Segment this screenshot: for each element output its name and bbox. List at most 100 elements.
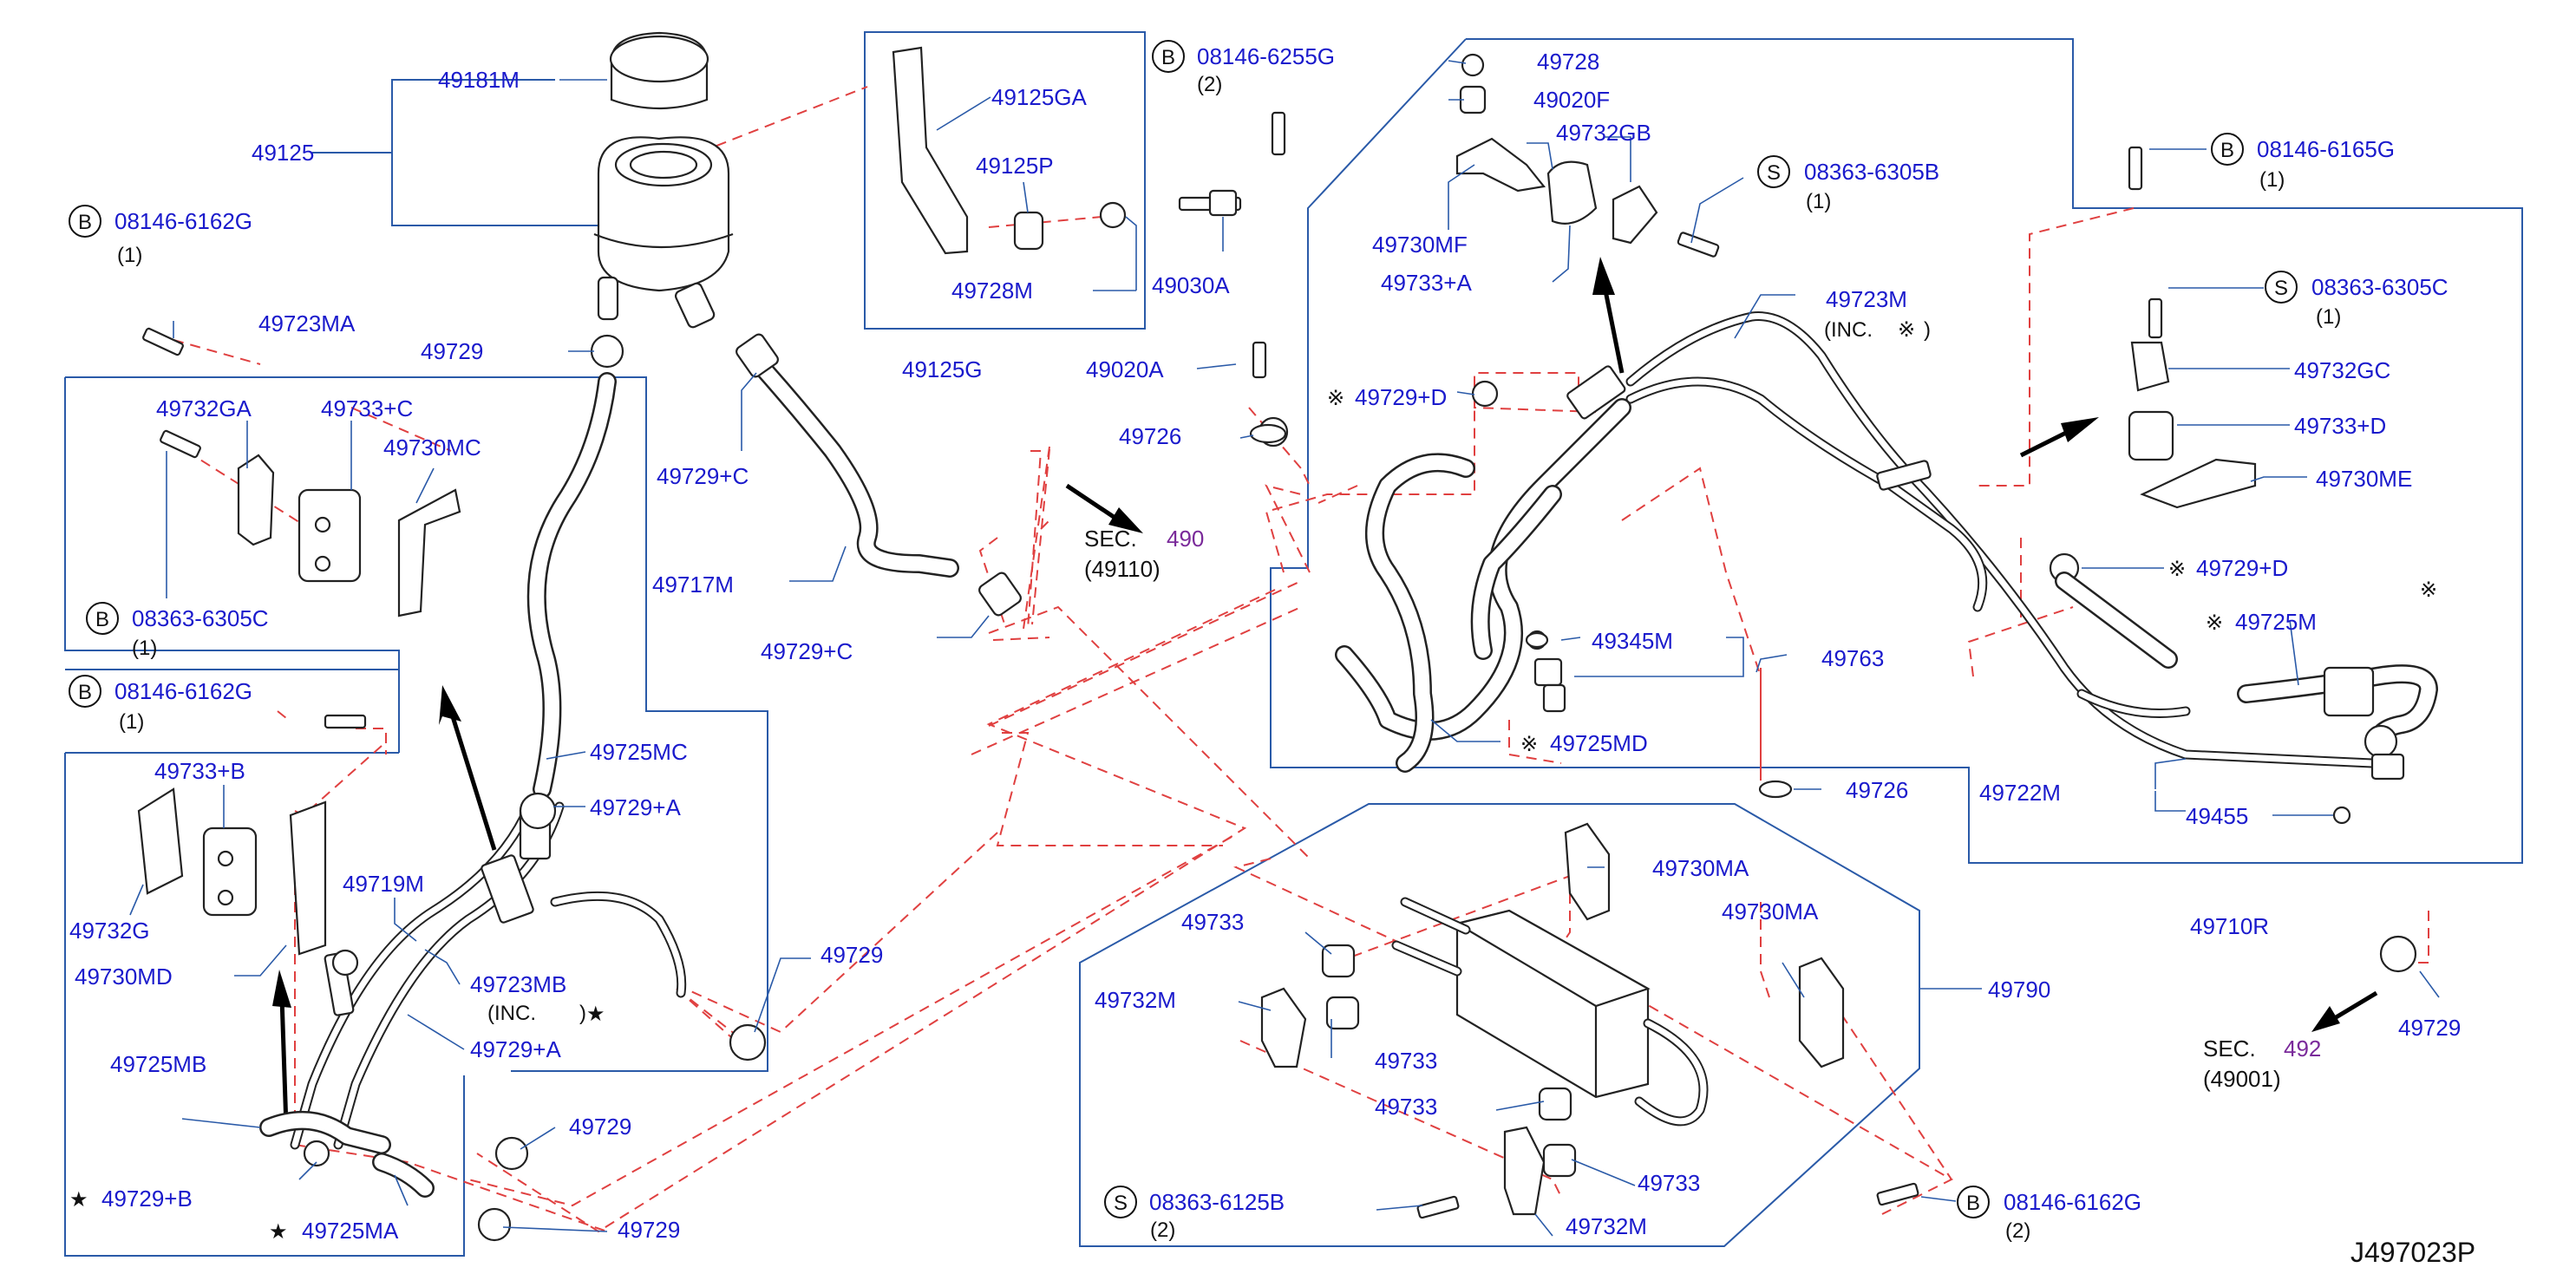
part-drawings (137, 31, 2438, 1242)
label-49020A: 49020A (1086, 356, 1164, 382)
callout-b5: S 08363-6305B (1) (1757, 155, 1939, 213)
mount-cushion-upper (160, 429, 461, 617)
label-49729D-lower: 49729+D (2196, 555, 2288, 581)
label-49730MD: 49730MD (75, 964, 173, 990)
leader-lines (129, 60, 2440, 1237)
label-49733-d: 49733 (1638, 1170, 1700, 1196)
svg-text:08146-6255G: 08146-6255G (1197, 43, 1335, 69)
svg-text:B: B (2220, 139, 2234, 162)
label-49733D: 49733+D (2294, 413, 2386, 439)
bracket-group-box (864, 31, 1146, 330)
svg-text:08146-6162G: 08146-6162G (114, 208, 252, 234)
label-49728M: 49728M (951, 278, 1033, 304)
label-49729-reservoir: 49729 (421, 338, 483, 364)
section-ref-492: SEC. 492 (49001) (2203, 1035, 2321, 1092)
label-49726-lower: 49726 (1846, 777, 1908, 803)
label-49723M-inc: (INC. (1824, 318, 1873, 342)
svg-text:(2): (2) (1197, 73, 1222, 96)
hose-49725MC (526, 372, 617, 799)
pipe-assembly-left (259, 792, 687, 1198)
reservoir-bracket (892, 46, 969, 255)
label-49722M: 49722M (1979, 780, 2061, 806)
label-49030A: 49030A (1152, 272, 1230, 298)
svg-text:08363-6305C: 08363-6305C (132, 605, 269, 631)
label-49729A-lower: 49729+A (470, 1036, 561, 1062)
ref-mark-49725M: ※ (2206, 611, 2223, 635)
label-49723M-close: ) (1924, 318, 1931, 342)
hose-49717M (736, 333, 1022, 617)
clamp-reservoir (590, 334, 624, 369)
label-49729-clamp-c: 49729 (618, 1217, 680, 1243)
label-49723MB: 49723MB (470, 971, 566, 997)
callout-b6: B 08146-6165G (1) (2211, 133, 2395, 192)
ref-mark-hose-end: ※ (2420, 578, 2437, 602)
ref-mark-49729D-a: ※ (1327, 387, 1344, 410)
label-49455: 49455 (2186, 803, 2248, 829)
mount-cushion-lower (137, 787, 327, 956)
callout-b7: S 08363-6305C (1) (2265, 271, 2449, 329)
svg-text:B: B (95, 608, 109, 631)
label-49723M: 49723M (1826, 286, 1907, 312)
label-49733B: 49733+B (154, 758, 245, 784)
label-49125G: 49125G (902, 356, 983, 382)
label-49729-clamp-b: 49729 (569, 1114, 631, 1140)
callout-b1: B 08146-6162G (1) (69, 205, 252, 267)
label-49733-a: 49733 (1181, 909, 1244, 935)
label-49732GC: 49732GC (2294, 357, 2390, 383)
label-49733-c: 49733 (1375, 1094, 1437, 1120)
label-49790: 49790 (1988, 977, 2050, 1003)
bolt-icons (142, 111, 2163, 1219)
svg-text:08363-6125B: 08363-6125B (1149, 1189, 1285, 1215)
svg-text:(1): (1) (132, 637, 157, 660)
label-49763: 49763 (1821, 645, 1884, 671)
label-49723MA: 49723MA (258, 310, 356, 336)
label-49730MA-lower: 49730MA (1722, 898, 1819, 924)
label-49729-right: 49729 (2398, 1015, 2461, 1041)
svg-text:(2): (2) (1150, 1218, 1175, 1242)
svg-text:B: B (78, 211, 92, 234)
right-main-box (1270, 38, 2523, 864)
callout-b3: B 08146-6162G (1) (69, 675, 252, 734)
label-49717M: 49717M (652, 572, 734, 598)
part-labels: 49181M 49125 49125GA 49125P 49728M 49125… (69, 49, 2461, 1244)
svg-text:(1): (1) (2259, 168, 2285, 192)
svg-text:08146-6165G: 08146-6165G (2257, 136, 2395, 162)
svg-text:S: S (2274, 277, 2288, 300)
frame-outlines (64, 31, 2523, 1257)
bolt-49030A (1178, 189, 1242, 217)
washer-49726-lower (1758, 780, 1793, 799)
label-49733C: 49733+C (321, 395, 413, 421)
svg-text:S: S (1114, 1192, 1128, 1215)
label-49725MC: 49725MC (590, 739, 688, 765)
ref-mark-49729D-b: ※ (2168, 558, 2186, 581)
label-49345M: 49345M (1592, 628, 1673, 654)
label-49732GB: 49732GB (1556, 120, 1651, 146)
svg-text:B: B (1966, 1192, 1980, 1215)
label-49728: 49728 (1537, 49, 1599, 75)
callout-b9: B 08146-6162G (2) (1957, 1186, 2141, 1243)
diagram-code: J497023P (2350, 1237, 2475, 1268)
label-49730MF: 49730MF (1372, 232, 1468, 258)
svg-text:08146-6162G: 08146-6162G (2004, 1189, 2141, 1215)
reservoir-cap (609, 31, 709, 110)
svg-text:(1): (1) (1806, 190, 1831, 213)
label-49732G: 49732G (69, 918, 150, 944)
label-49726-upper: 49726 (1119, 423, 1181, 449)
label-49725MD: 49725MD (1550, 730, 1648, 756)
svg-text:S: S (1767, 161, 1781, 185)
label-49125GA: 49125GA (991, 84, 1088, 110)
svg-text:08363-6305C: 08363-6305C (2311, 274, 2449, 300)
svg-text:(1): (1) (117, 244, 142, 267)
washer-49726-upper (1249, 423, 1287, 444)
svg-text:490: 490 (1167, 526, 1204, 552)
label-49725MA: 49725MA (302, 1218, 399, 1244)
star-mark-49723MB: ★ (586, 1003, 605, 1026)
pipe-assembly-right (1335, 311, 2438, 825)
label-49730MC: 49730MC (383, 434, 481, 461)
bolt-callouts: B 08146-6162G (1) B 08363-6305C (1) B 08… (69, 40, 2449, 1243)
label-49729B: 49729+B (101, 1186, 193, 1212)
section-ref-490: SEC. 490 (49110) (1084, 526, 1204, 582)
callout-b2: B 08363-6305C (1) (86, 602, 269, 660)
svg-text:B: B (1161, 46, 1175, 69)
label-49732GA: 49732GA (156, 395, 252, 421)
